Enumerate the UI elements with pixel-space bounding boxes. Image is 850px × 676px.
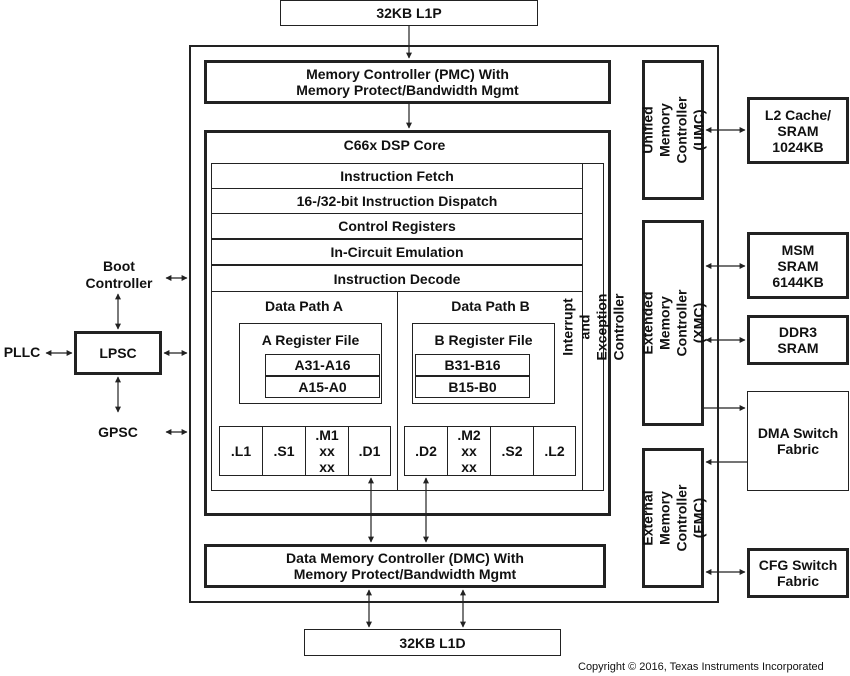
a-register-file-label: A Register File <box>261 332 360 348</box>
lpsc-block: LPSC <box>74 331 162 375</box>
data-path-b-label: Data Path B <box>451 298 530 314</box>
instruction-dispatch: 16-/32-bit Instruction Dispatch <box>211 188 583 214</box>
unit-m1: .M1 xx xx <box>305 426 349 476</box>
pmc-block: Memory Controller (PMC) With Memory Prot… <box>204 60 611 104</box>
interrupt-exception-controller: Interrupt and Exception Controller <box>559 163 626 491</box>
dma-switch-block: DMA Switch Fabric <box>747 391 849 491</box>
unit-m2: .M2 xx xx <box>447 426 491 476</box>
data-path-divider <box>397 291 398 491</box>
unit-s2: .S2 <box>490 426 534 476</box>
a-regs-low: A15-A0 <box>265 376 380 398</box>
unit-l2: .L2 <box>533 426 576 476</box>
control-registers: Control Registers <box>211 213 583 239</box>
data-path-a-label: Data Path A <box>264 298 344 314</box>
b-regs-low: B15-B0 <box>415 376 530 398</box>
xmc-block: Extended Memory Controller (XMC) <box>639 220 706 426</box>
l2-cache-block: L2 Cache/ SRAM 1024KB <box>747 97 849 164</box>
l1d-block: 32KB L1D <box>304 629 561 656</box>
instruction-decode: Instruction Decode <box>211 265 583 292</box>
ddr3-sram-block: DDR3 SRAM <box>747 315 849 365</box>
dmc-block: Data Memory Controller (DMC) With Memory… <box>204 544 606 588</box>
emc-block: External Memory Controller (EMC) <box>639 448 706 588</box>
a-regs-high: A31-A16 <box>265 354 380 376</box>
dsp-core-title: C66x DSP Core <box>343 137 446 153</box>
in-circuit-emulation: In-Circuit Emulation <box>211 239 583 265</box>
b-register-file-label: B Register File <box>434 332 533 348</box>
l1p-block: 32KB L1P <box>280 0 538 26</box>
unit-l1: .L1 <box>219 426 263 476</box>
pllc-label: PLLC <box>3 344 41 360</box>
unit-d1: .D1 <box>348 426 391 476</box>
cfg-switch-block: CFG Switch Fabric <box>747 548 849 598</box>
copyright-notice: Copyright © 2016, Texas Instruments Inco… <box>578 661 824 673</box>
msm-sram-block: MSM SRAM 6144KB <box>747 232 849 299</box>
umc-block: Unified Memory Controller (UMC) <box>639 60 706 200</box>
unit-d2: .D2 <box>404 426 448 476</box>
gpsc-label: GPSC <box>98 424 138 440</box>
boot-controller-label: Boot Controller <box>85 258 153 291</box>
b-regs-high: B31-B16 <box>415 354 530 376</box>
